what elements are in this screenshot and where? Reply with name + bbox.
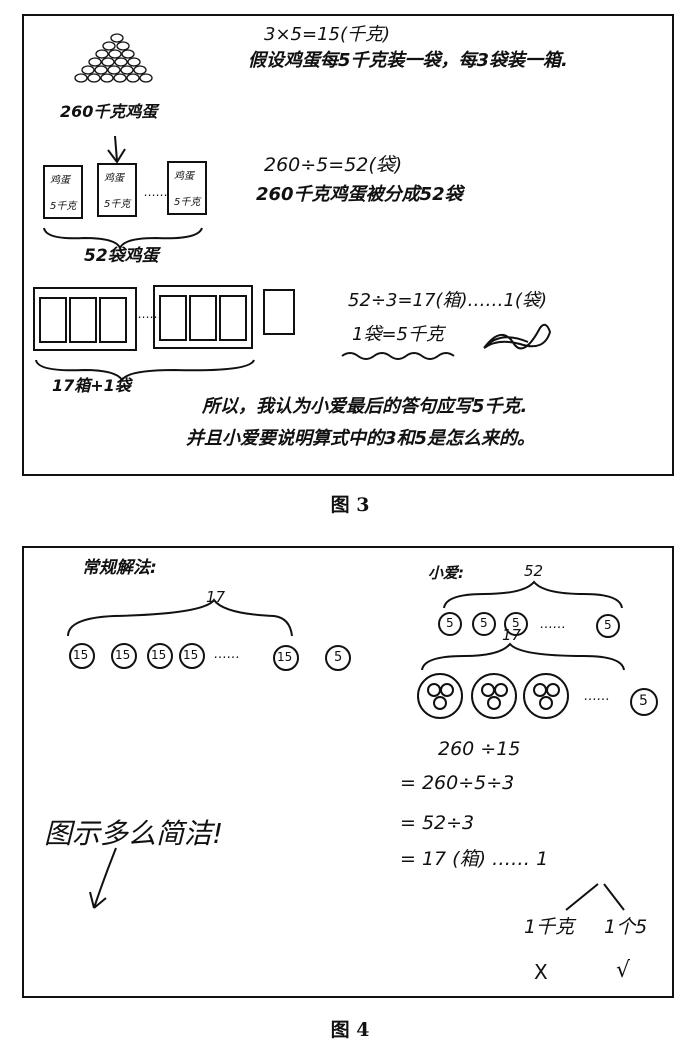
fig3-bag3-weight: 5千克 [174,197,201,208]
fig3-bag1-weight: 5千克 [50,201,77,212]
scribble-mark [483,323,552,350]
xiaoai-brace-17 [421,642,625,671]
fig3-bags-label: 52袋鸡蛋 [84,246,159,266]
figure-3-panel: 3×5=15(千克) 假设鸡蛋每5千克装一袋，每3袋装一箱. 260千克鸡蛋 鸡… [22,14,674,476]
fig4-circle-5-b: 5 [480,616,488,630]
fig3-bag-ellipsis: …… [144,185,168,199]
fig4-calc4: = 17 (箱) …… 1 [400,848,549,870]
fig4-circle-15-e: 15 [277,650,293,664]
xiaoai-brace-52 [443,580,623,609]
fig3-bag3-text: 鸡蛋 [174,171,194,182]
xiaoai-big-circles [417,673,658,719]
fig4-brace-52: 52 [524,562,544,580]
fig3-bag2-weight: 5千克 [104,199,131,210]
fig4-circle-15-b: 15 [115,648,131,662]
fig4-circle-15-d: 15 [183,648,199,662]
fig4-circle-5-left: 5 [334,650,343,665]
fig4-circle-15-a: 15 [73,648,89,662]
fig4-circle-5-c: 5 [512,616,520,630]
fig3-line5: 52÷3=17(箱)……1(袋) [348,290,547,311]
bags-brace [43,227,203,251]
fig3-boxes-label: 17箱+1袋 [52,376,131,395]
fig3-bag1-text: 鸡蛋 [50,175,70,186]
fig4-dots-17: …… [584,689,610,704]
fig4-circle-5-a: 5 [446,616,454,630]
fig3-line3: 260÷5=52(袋) [264,154,403,176]
fig4-calc1: 260 ÷15 [438,738,521,760]
egg-pile-icon [74,33,153,83]
fig4-circle-5-d: 5 [604,618,612,632]
fig4-comment: 图示多么简洁! [44,817,224,850]
figure-4-panel: 常规解法: 17 15 15 15 15 …… 15 5 小爱: 52 5 5 … [22,546,674,998]
fig3-box-ellipsis: …… [138,307,162,321]
fig4-option1: 1千克 [524,916,575,938]
fig4-circle-15-c: 15 [151,648,167,662]
fig4-normal-title: 常规解法: [82,558,157,578]
fig3-line4: 260千克鸡蛋被分成52袋 [256,184,463,205]
fig3-bag2-text: 鸡蛋 [104,173,124,184]
fig4-normal-17: 17 [206,588,226,606]
comment-arrow-icon [89,847,117,909]
wavy-underline [341,352,455,360]
fig3-egg-label: 260千克鸡蛋 [60,102,158,121]
fig3-line6: 1袋=5千克 [352,324,444,345]
split-branches [565,883,625,911]
normal-circles [69,643,351,671]
fig3-conclusion1: 所以，我认为小爱最后的答句应写5千克. [202,396,528,417]
fig4-xiaoai-title: 小爱: [428,564,464,582]
fig4-circle-5-extra: 5 [639,693,648,709]
figure-4-caption: 图 4 [330,1019,370,1041]
fig3-conclusion2: 并且小爱要说明算式中的3和5是怎么来的。 [186,428,536,449]
normal-brace [67,598,293,637]
xiaoai-circles-52 [438,612,620,638]
fig4-mark-wrong: X [534,960,548,984]
fig4-calc2: = 260÷5÷3 [400,772,515,794]
fig3-line1: 3×5=15(千克) [264,24,391,45]
egg-boxes-group [33,285,295,351]
fig4-mark-right: √ [616,958,631,983]
figure-3-drawing [33,33,552,382]
figure-4-drawing [67,580,658,911]
fig3-line2: 假设鸡蛋每5千克装一袋，每3袋装一箱. [248,50,568,71]
fig4-brace-17-right: 17 [502,626,522,644]
fig4-option2: 1个5 [604,916,648,938]
fig4-dots-52: …… [540,617,566,632]
egg-bags-group [43,161,207,219]
down-arrow-icon [107,135,126,164]
boxes-brace [35,359,255,382]
fig4-normal-dots: …… [214,647,240,662]
fig4-calc3: = 52÷3 [400,812,475,834]
figure-3-caption: 图 3 [330,494,370,516]
